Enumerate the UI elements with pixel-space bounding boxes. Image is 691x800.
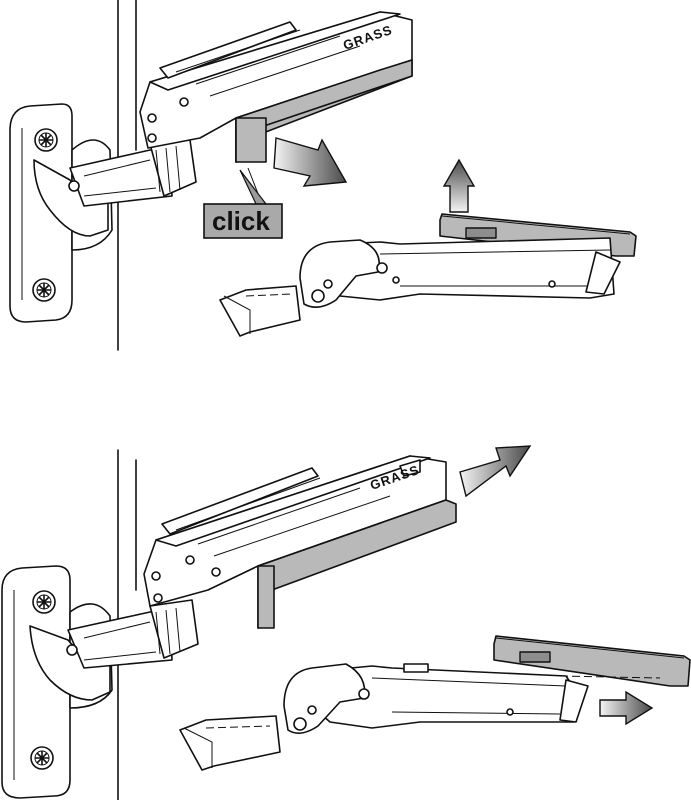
mounting-plate bbox=[9, 103, 113, 323]
detached-hinge-side bbox=[219, 237, 621, 337]
screw-head-icon bbox=[32, 278, 56, 302]
screw-head-icon bbox=[30, 746, 54, 770]
front-panel-end bbox=[235, 117, 267, 163]
detached-door-plate bbox=[493, 635, 691, 687]
arrow-right-icon bbox=[273, 137, 348, 187]
detached-hinge-side bbox=[179, 663, 589, 771]
arrow-right-icon bbox=[459, 445, 532, 498]
hinge-arm bbox=[66, 599, 199, 669]
top-scene: GRASS click bbox=[9, 0, 637, 351]
mounting-plate bbox=[1, 565, 113, 799]
bottom-scene: GRASS bbox=[1, 445, 691, 800]
screw-head-icon bbox=[32, 590, 56, 614]
front-panel-end bbox=[257, 565, 275, 629]
click-label: click bbox=[212, 206, 270, 236]
screw-head-icon bbox=[34, 128, 58, 152]
hinge-body: GRASS bbox=[139, 11, 413, 149]
hinge-body: GRASS bbox=[143, 455, 447, 607]
arrow-right-icon bbox=[599, 690, 654, 726]
hinge-arm bbox=[68, 139, 197, 207]
arrow-up-icon bbox=[442, 158, 476, 213]
click-callout: click bbox=[203, 167, 283, 239]
